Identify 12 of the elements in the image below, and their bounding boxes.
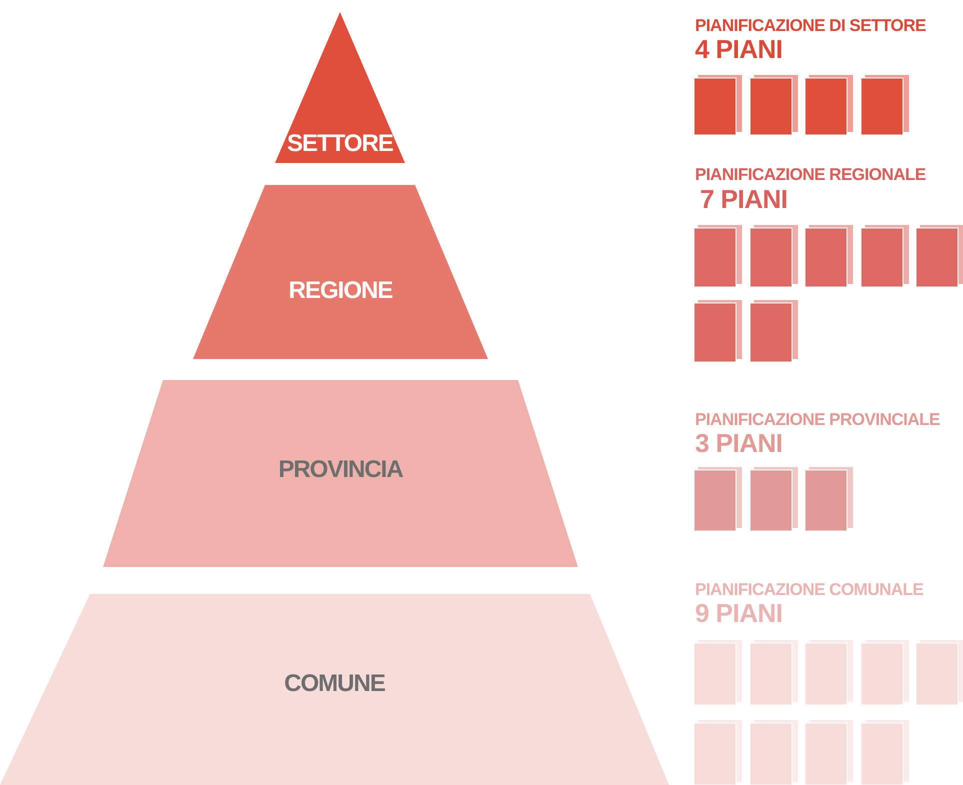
- section-heading: PIANIFICAZIONE DI SETTORE: [695, 16, 926, 36]
- tier-label: COMUNE: [283, 670, 386, 698]
- section-heading: PIANIFICAZIONE REGIONALE: [695, 165, 926, 185]
- plan-count: 9 PIANI: [695, 598, 783, 629]
- tier-label: REGIONE: [288, 277, 394, 305]
- section-heading: PIANIFICAZIONE COMUNALE: [695, 580, 924, 600]
- plan-count: 7 PIANI: [700, 184, 788, 215]
- section-heading: PIANIFICAZIONE PROVINCIALE: [695, 410, 940, 430]
- tier-label: PROVINCIA: [277, 456, 404, 484]
- plan-count: 4 PIANI: [695, 34, 783, 65]
- plan-count: 3 PIANI: [695, 428, 783, 459]
- tier-label: SETTORE: [286, 130, 394, 158]
